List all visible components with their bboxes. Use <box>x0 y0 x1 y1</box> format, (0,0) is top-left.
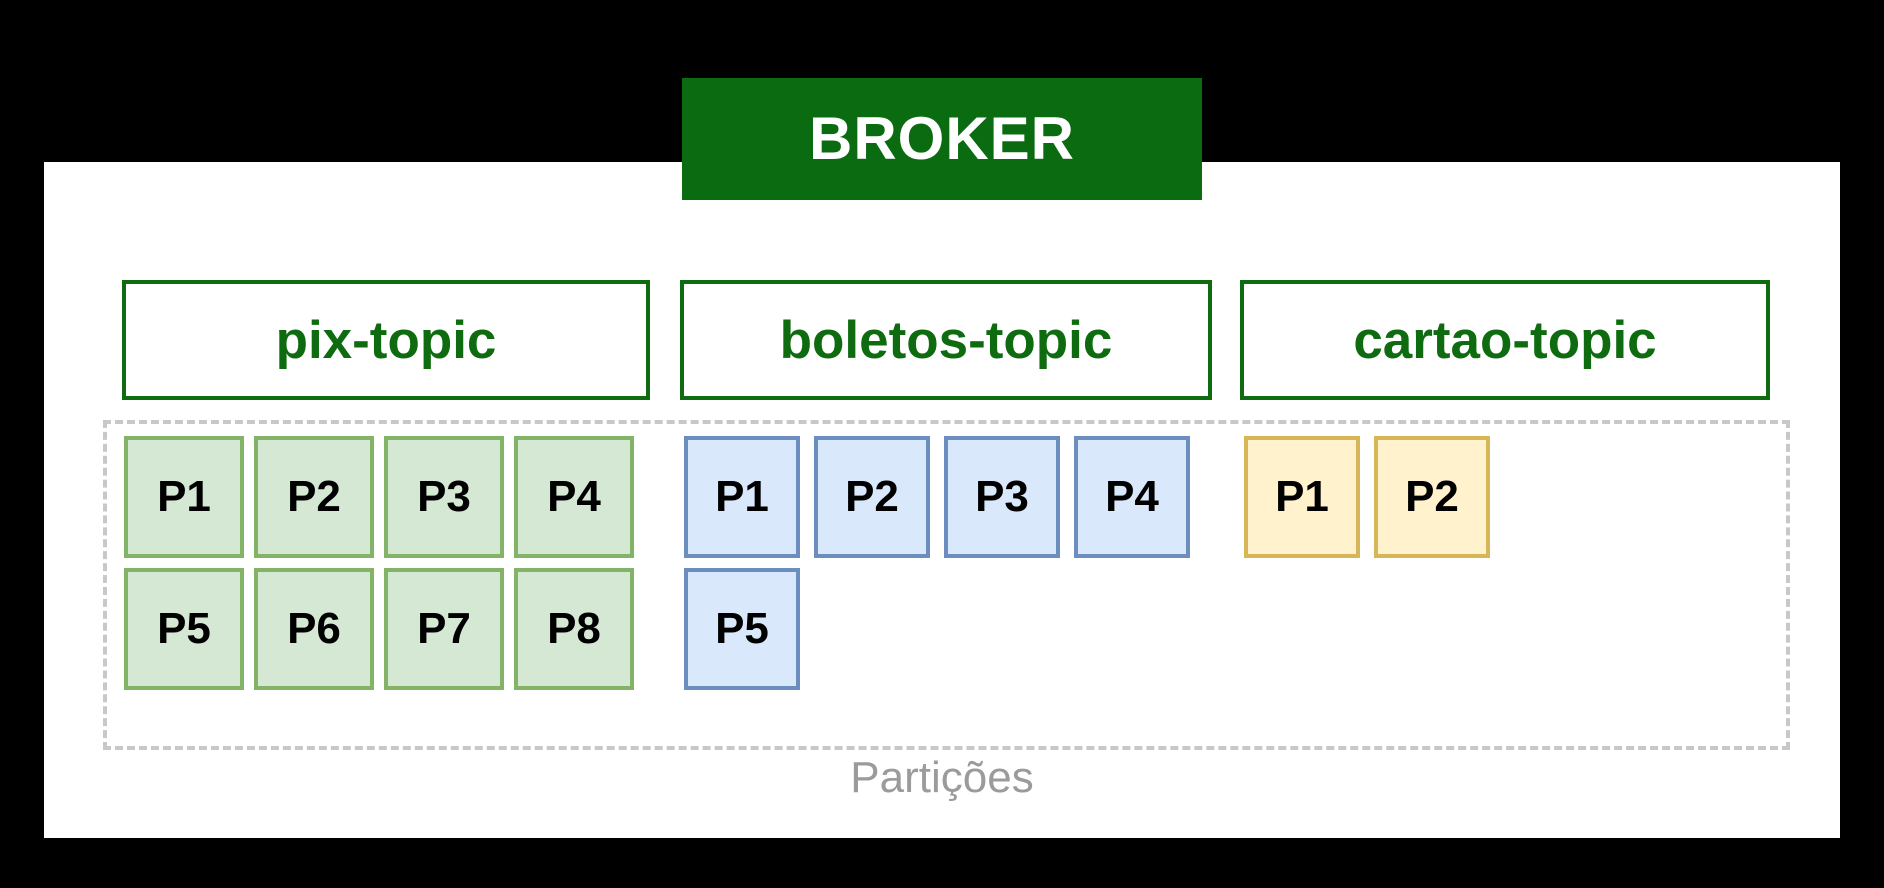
partitions-container: P1 P2 P3 P4 P5 P6 P7 P8 P1 P2 P3 P4 P5 <box>103 420 1790 750</box>
partition-box[interactable]: P3 <box>384 436 504 558</box>
partition-box[interactable]: P8 <box>514 568 634 690</box>
broker-title-bar: BROKER <box>682 78 1202 200</box>
partition-row: P5 <box>684 568 1190 690</box>
partition-group-pix: P1 P2 P3 P4 P5 P6 P7 P8 <box>124 436 634 700</box>
partition-box[interactable]: P6 <box>254 568 374 690</box>
partition-box[interactable]: P2 <box>1374 436 1490 558</box>
partition-row: P1 P2 P3 P4 <box>124 436 634 558</box>
partition-box[interactable]: P2 <box>254 436 374 558</box>
topic-box-pix[interactable]: pix-topic <box>122 280 650 400</box>
topic-box-boletos[interactable]: boletos-topic <box>680 280 1212 400</box>
partition-box[interactable]: P4 <box>1074 436 1190 558</box>
partition-box[interactable]: P1 <box>684 436 800 558</box>
partition-box[interactable]: P7 <box>384 568 504 690</box>
topic-box-cartao[interactable]: cartao-topic <box>1240 280 1770 400</box>
partition-box[interactable]: P1 <box>124 436 244 558</box>
partition-box[interactable]: P4 <box>514 436 634 558</box>
partition-box[interactable]: P5 <box>684 568 800 690</box>
partitions-caption: Partições <box>850 753 1034 802</box>
partition-box[interactable]: P1 <box>1244 436 1360 558</box>
partition-box[interactable]: P5 <box>124 568 244 690</box>
partition-row: P5 P6 P7 P8 <box>124 568 634 690</box>
partition-group-cartao: P1 P2 <box>1244 436 1490 568</box>
partition-box[interactable]: P3 <box>944 436 1060 558</box>
topics-row: pix-topic boletos-topic cartao-topic <box>0 280 1884 400</box>
partition-row: P1 P2 <box>1244 436 1490 558</box>
partition-group-boletos: P1 P2 P3 P4 P5 <box>684 436 1190 700</box>
partition-box[interactable]: P2 <box>814 436 930 558</box>
partition-row: P1 P2 P3 P4 <box>684 436 1190 558</box>
